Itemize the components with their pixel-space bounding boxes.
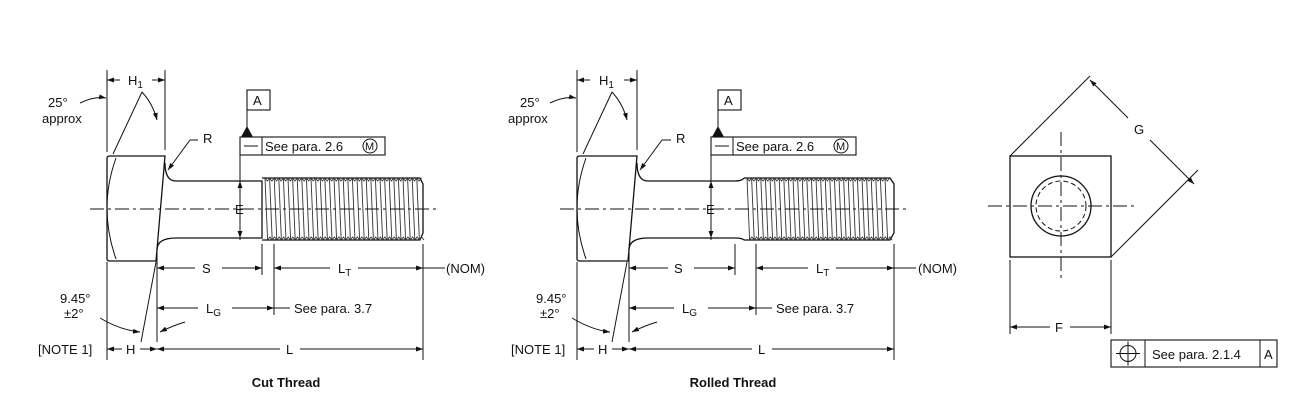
bolt-head — [106, 155, 166, 262]
nominal-label: (NOM) — [446, 261, 485, 276]
tolerance-frame — [710, 136, 857, 156]
dim-h: H — [126, 342, 135, 357]
caption-cut-thread: Cut Thread — [252, 375, 321, 390]
datum-a: A — [253, 93, 262, 108]
radius-label: R — [676, 131, 685, 146]
grip-ref: See para. 3.7 — [776, 301, 854, 316]
angle-bottom-label: 9.45° — [60, 291, 91, 306]
note-label: [NOTE 1] — [38, 342, 92, 357]
modifier-m: M — [365, 141, 374, 153]
bolt-head — [576, 155, 638, 262]
angle-bottom-label: 9.45° — [536, 291, 567, 306]
tolerance-frame — [239, 136, 386, 156]
head-crown-arc — [576, 157, 587, 260]
dim-h: H — [598, 342, 607, 357]
radius-label: R — [203, 131, 212, 146]
rolled-thread-view: H1 25° approx R A See para. 2.6 M E S LT — [508, 70, 957, 390]
note-label: [NOTE 1] — [511, 342, 565, 357]
dim-l: L — [758, 342, 765, 357]
dim-e: E — [235, 202, 244, 217]
dim-s: S — [674, 261, 683, 276]
dim-lt: LT — [816, 261, 829, 279]
thread-root-circle — [1035, 180, 1087, 232]
dim-f: F — [1055, 320, 1063, 335]
dim-h1: H1 — [128, 73, 143, 91]
angle-top-label: 25° — [520, 95, 540, 110]
dim-s: S — [202, 261, 211, 276]
dim-g: G — [1134, 122, 1144, 137]
bolt-shank — [628, 162, 745, 251]
angle-bottom-tol: ±2° — [64, 306, 84, 321]
datum-a: A — [1264, 347, 1273, 362]
angle-top-note: approx — [42, 111, 82, 126]
position-ref: See para. 2.1.4 — [1152, 347, 1241, 362]
dim-e: E — [706, 202, 715, 217]
angle-top-note: approx — [508, 111, 548, 126]
dim-l: L — [286, 342, 293, 357]
datum-triangle — [241, 126, 253, 137]
datum-triangle — [712, 126, 724, 137]
bolt-shank — [156, 162, 263, 251]
dim-lg: LG — [206, 301, 221, 319]
angle-bottom-tol: ±2° — [540, 306, 560, 321]
tolerance-ref: See para. 2.6 — [736, 139, 814, 154]
datum-a: A — [724, 93, 733, 108]
end-view: G F See para. 2.1.4 A — [988, 75, 1278, 368]
tolerance-ref: See para. 2.6 — [265, 139, 343, 154]
nominal-label: (NOM) — [918, 261, 957, 276]
cut-thread-view: H1 25° approx R A See para. 2.6 M E — [38, 70, 485, 390]
dim-lg: LG — [682, 301, 697, 319]
position-icon — [1116, 341, 1140, 366]
dim-lt: LT — [338, 261, 351, 279]
caption-rolled-thread: Rolled Thread — [690, 375, 777, 390]
grip-ref: See para. 3.7 — [294, 301, 372, 316]
modifier-m: M — [836, 141, 845, 153]
dim-h1: H1 — [599, 73, 614, 91]
head-crown-arc — [106, 157, 117, 260]
angle-top-label: 25° — [48, 95, 68, 110]
